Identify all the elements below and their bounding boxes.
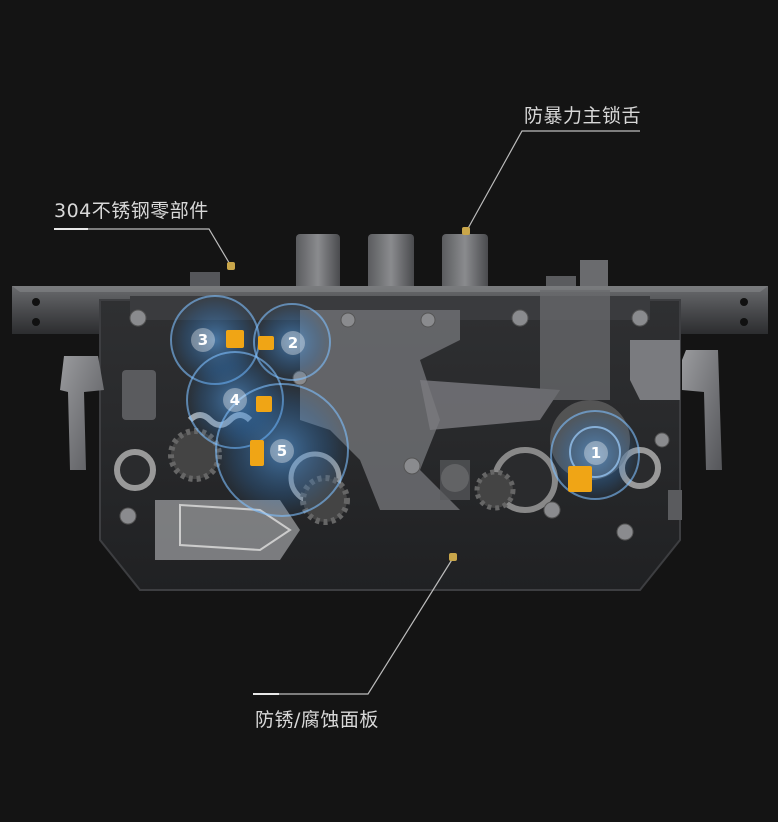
callout-label-anticorrosion-panel: 防锈/腐蚀面板 <box>255 709 379 731</box>
callout-dot-panel <box>449 553 457 561</box>
callout-label-stainless-parts: 304不锈钢零部件 <box>54 200 209 222</box>
marker-2[interactable]: 2 <box>281 331 305 355</box>
marker-4[interactable]: 4 <box>223 388 247 412</box>
callout-label-anti-violence-bolt: 防暴力主锁舌 <box>524 105 642 127</box>
callout-underline-panel <box>253 693 279 695</box>
highlight-bubbles <box>170 295 640 517</box>
marker-3[interactable]: 3 <box>191 328 215 352</box>
marker-5[interactable]: 5 <box>270 439 294 463</box>
callout-underline-steel <box>54 228 88 230</box>
callout-dot-bolt <box>462 227 470 235</box>
highlighted-parts <box>226 330 592 492</box>
callout-leaders <box>56 130 640 695</box>
marker-1[interactable]: 1 <box>584 441 608 465</box>
callout-dot-steel <box>227 262 235 270</box>
spring-latch-handles <box>60 350 722 520</box>
